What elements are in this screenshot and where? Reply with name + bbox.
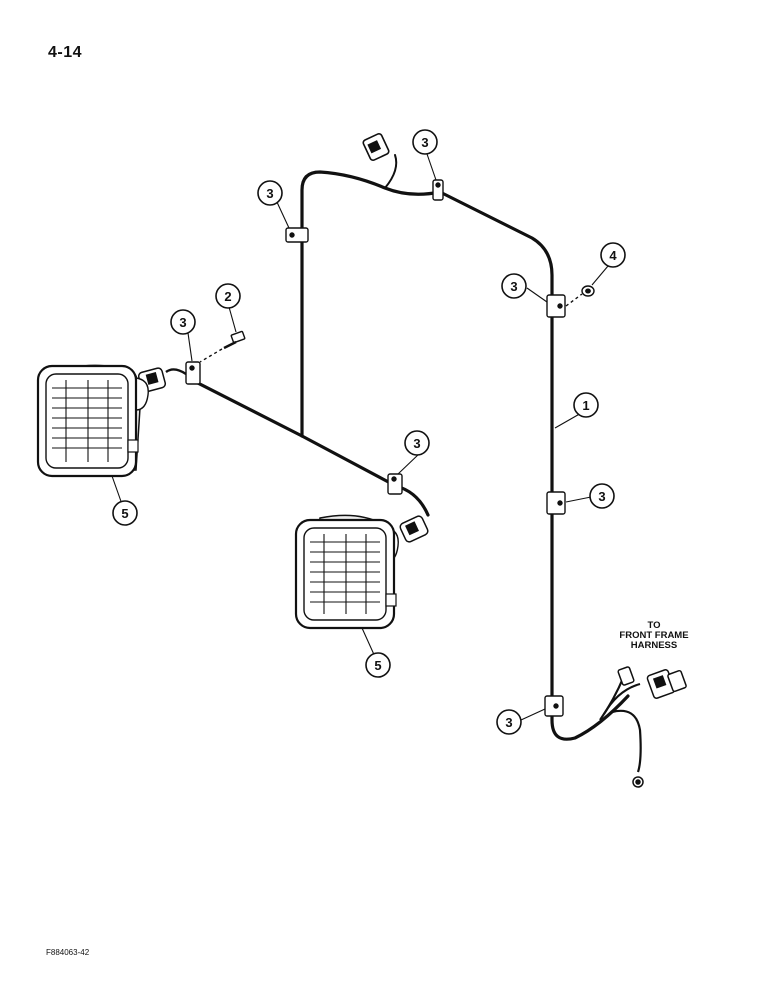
top-connector bbox=[362, 132, 390, 162]
bolt-icon bbox=[199, 330, 246, 363]
svg-text:3: 3 bbox=[510, 279, 517, 294]
clip-top bbox=[432, 179, 444, 201]
svg-text:3: 3 bbox=[598, 489, 605, 504]
clip-lamp-right bbox=[387, 473, 403, 495]
clip-right-lower bbox=[544, 695, 564, 717]
callout-3-right-middle: 3 bbox=[589, 483, 615, 509]
figure-code: F884063-42 bbox=[46, 948, 90, 957]
svg-text:4: 4 bbox=[609, 248, 617, 263]
svg-text:3: 3 bbox=[505, 715, 512, 730]
svg-text:3: 3 bbox=[421, 135, 428, 150]
harness-clips bbox=[185, 179, 566, 717]
svg-text:3: 3 bbox=[179, 315, 186, 330]
svg-text:TO: TO bbox=[647, 620, 660, 631]
callouts: 3 3 3 4 2 3 1 3 3 3 5 5 bbox=[112, 129, 626, 735]
svg-text:1: 1 bbox=[582, 398, 589, 413]
nut-icon bbox=[565, 285, 595, 307]
front-frame-connectors bbox=[599, 666, 687, 788]
clip-left-upper bbox=[285, 227, 309, 243]
callout-3-left-upper: 3 bbox=[257, 180, 283, 206]
callout-1: 1 bbox=[573, 392, 599, 418]
svg-text:FRONT FRAME: FRONT FRAME bbox=[619, 630, 688, 641]
svg-text:5: 5 bbox=[374, 658, 381, 673]
callout-3-lamp-right: 3 bbox=[404, 430, 430, 456]
svg-text:3: 3 bbox=[413, 436, 420, 451]
svg-text:3: 3 bbox=[266, 186, 273, 201]
clip-lamp-left bbox=[185, 361, 201, 385]
page-number: 4-14 bbox=[48, 44, 83, 61]
callout-5-right: 5 bbox=[365, 652, 391, 678]
clip-right-upper bbox=[546, 294, 566, 318]
callout-3-right-upper: 3 bbox=[501, 273, 527, 299]
ground-terminal-icon bbox=[632, 776, 644, 788]
clip-right-middle bbox=[546, 491, 566, 515]
work-lamp-left bbox=[36, 364, 149, 478]
callout-5-left: 5 bbox=[112, 500, 138, 526]
callout-4: 4 bbox=[600, 242, 626, 268]
callout-3-lamp-left: 3 bbox=[170, 309, 196, 335]
callout-2: 2 bbox=[215, 283, 241, 309]
svg-text:HARNESS: HARNESS bbox=[631, 640, 677, 651]
callout-3-right-lower: 3 bbox=[496, 709, 522, 735]
right-lamp-connector bbox=[399, 515, 429, 543]
front-frame-harness-note: TO FRONT FRAME HARNESS bbox=[619, 620, 688, 651]
work-lamp-right bbox=[294, 514, 399, 630]
svg-text:2: 2 bbox=[224, 289, 231, 304]
svg-text:5: 5 bbox=[121, 506, 128, 521]
callout-3-top: 3 bbox=[412, 129, 438, 155]
